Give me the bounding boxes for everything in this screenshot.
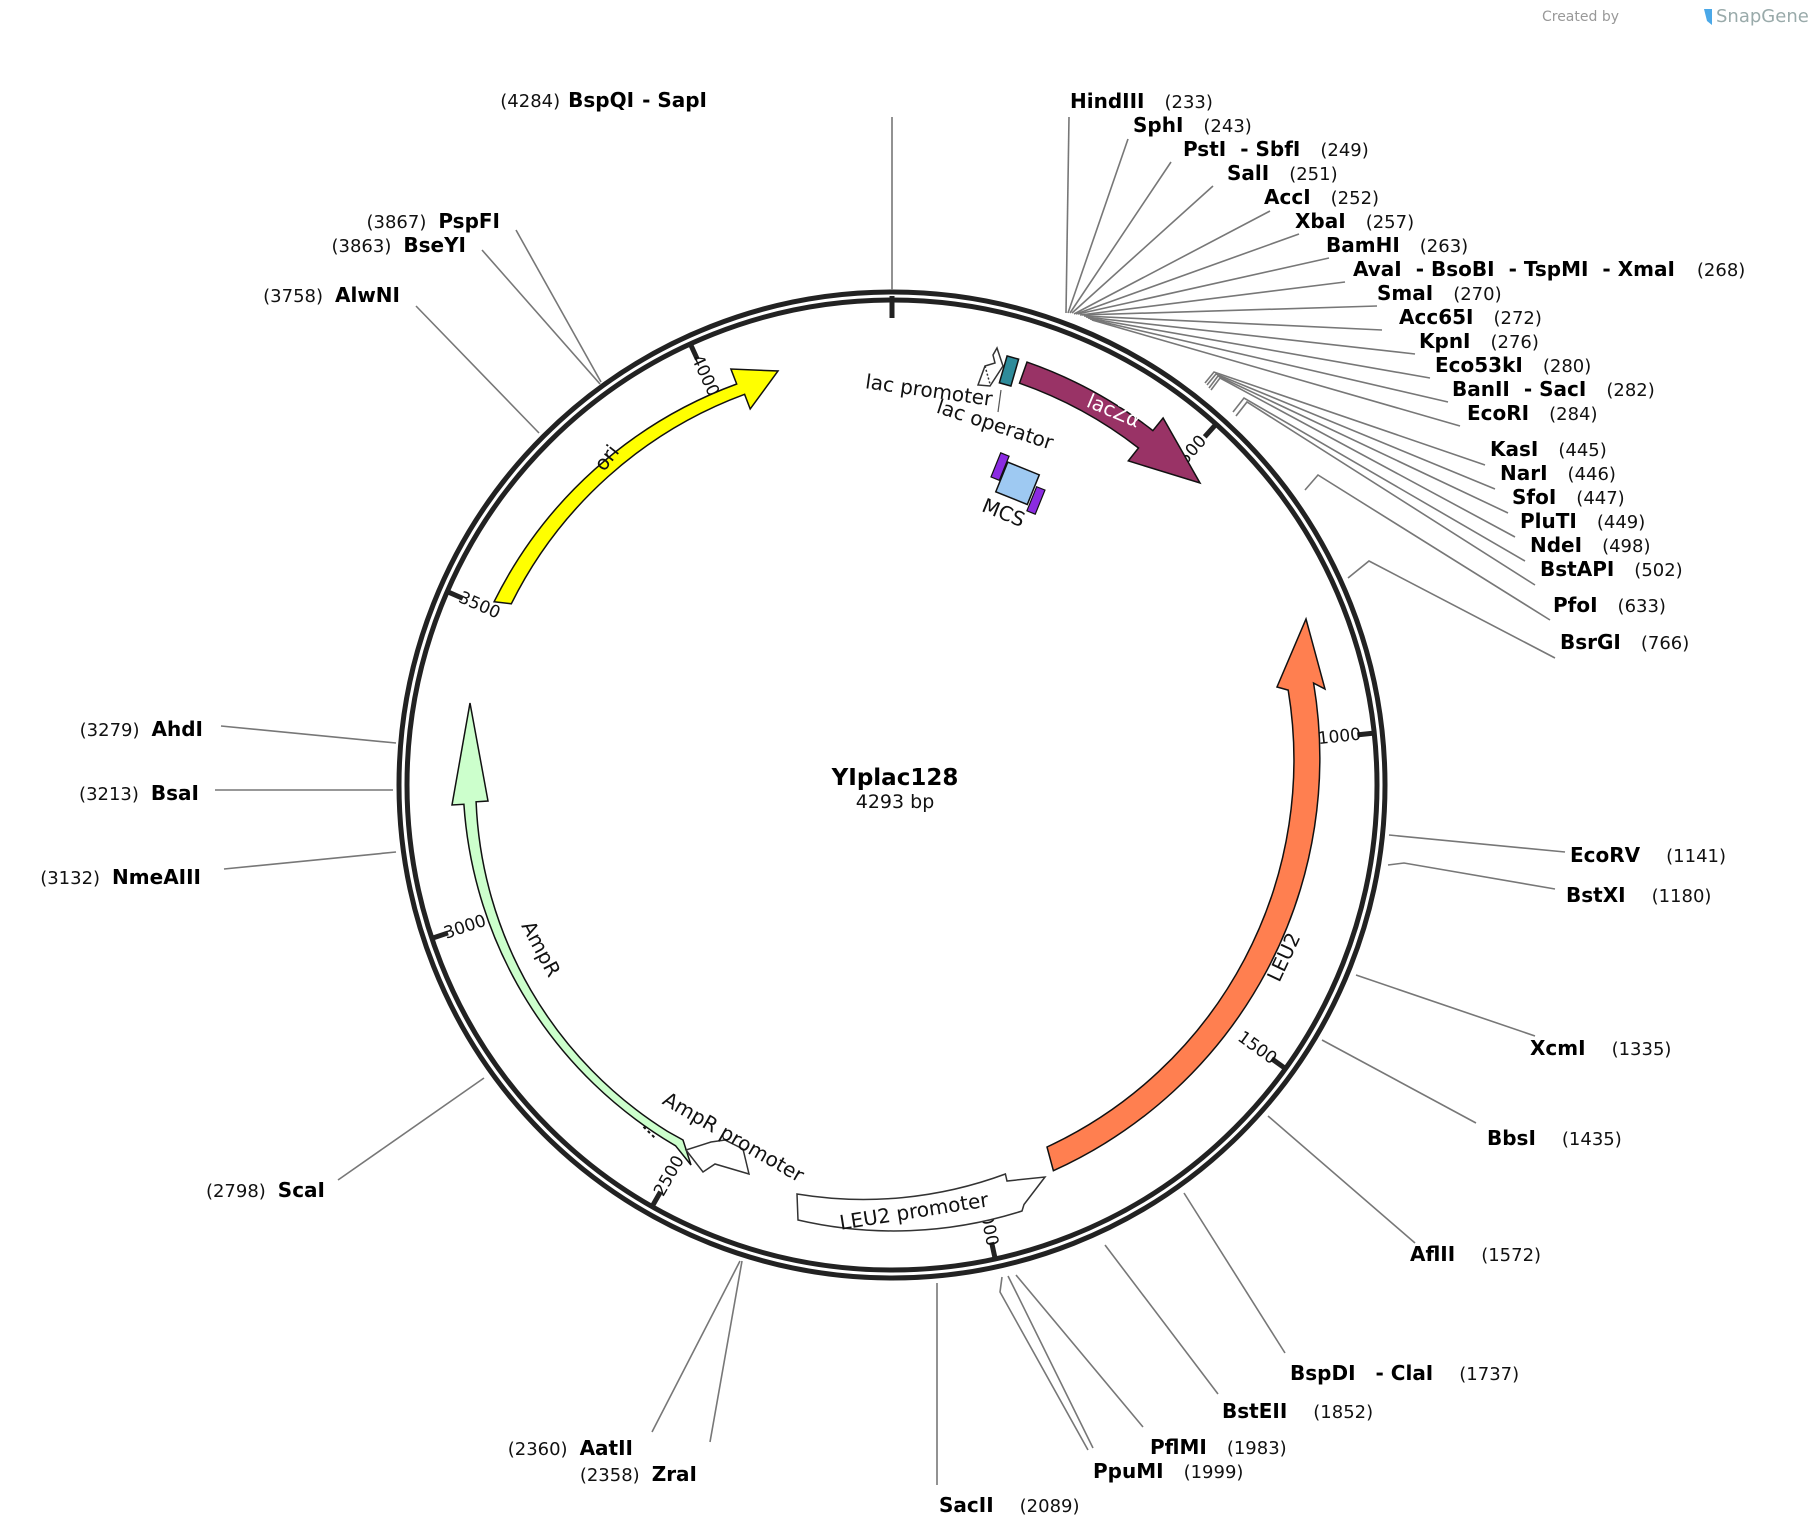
site-BstEII[interactable]: BstEII(1852) [1222,1399,1373,1423]
site-NdeI[interactable]: NdeI(498) [1530,533,1650,557]
created-by-text: Created by [1542,9,1619,25]
site-SphI[interactable]: SphI(243) [1133,113,1252,137]
site-KasI[interactable]: KasI(445) [1490,437,1607,461]
snapgene-credit: Created by SnapGene [1542,6,1809,27]
site-XbaI[interactable]: XbaI(257) [1295,209,1414,233]
label-AmpR: AmpR [517,917,566,981]
mcs-left-cap [990,452,1010,482]
site-Eco53kI[interactable]: Eco53kI(280) [1435,353,1591,377]
site-AccI[interactable]: AccI(252) [1264,185,1379,209]
snapgene-brand: SnapGene [1716,6,1809,27]
tick-mark-2500 [648,1190,663,1210]
site-NmeAIII[interactable]: (3132)NmeAIII [40,865,201,889]
tick-mark-1000 [1357,730,1377,738]
tick-label-2500: 2500 [650,1152,689,1199]
site-XcmI[interactable]: XcmI(1335) [1530,1036,1671,1060]
tick-mark-500 [1202,421,1220,439]
site-BanII-SacI[interactable]: BanII- SacI(282) [1452,377,1655,401]
feature-LEU2[interactable] [1046,616,1327,1172]
site-ScaI[interactable]: (2798)ScaI [206,1178,325,1202]
site-BseYI[interactable]: (3863)BseYI [332,233,467,257]
feature-MCS[interactable] [984,452,1051,515]
site-BspQI-SapI[interactable]: (4284)BspQI- SapI [500,88,707,112]
site-PluTI[interactable]: PluTI(449) [1520,509,1645,533]
site-EcoRV[interactable]: EcoRV(1141) [1570,843,1726,867]
mcs-box [994,461,1041,506]
tick-mark-1500 [1270,1056,1289,1072]
site-SfoI[interactable]: SfoI(447) [1512,485,1625,509]
site-SmaI[interactable]: SmaI(270) [1377,281,1502,305]
feature-AmpR-promoter[interactable] [684,1139,751,1176]
site-BstAPI[interactable]: BstAPI(502) [1540,557,1683,581]
site-PfoI[interactable]: PfoI(633) [1553,593,1666,617]
site-PpuMI[interactable]: PpuMI(1999) [1093,1459,1243,1483]
site-SacII[interactable]: SacII(2089) [939,1493,1080,1517]
site-NarI[interactable]: NarI(446) [1500,461,1616,485]
tick-label-1000: 1000 [1317,725,1362,750]
feature-ori[interactable] [492,368,780,605]
site-AatII[interactable]: (2360)AatII [508,1436,633,1460]
site-BsrGI[interactable]: BsrGI(766) [1560,630,1689,654]
site-AhdI[interactable]: (3279)AhdI [80,717,203,741]
site-BamHI[interactable]: BamHI(263) [1326,233,1468,257]
site-SalI[interactable]: SalI(251) [1227,161,1338,185]
site-BstXI[interactable]: BstXI(1180) [1566,883,1711,907]
feature-lacZa[interactable] [1018,361,1202,485]
tick-label-3500: 3500 [456,588,504,624]
feature-lac-promoter[interactable] [976,346,1004,387]
feature-LEU2-promoter[interactable] [796,1172,1047,1232]
site-AflII[interactable]: AflII(1572) [1410,1242,1541,1266]
site-leaders [215,116,1566,1485]
site-AlwNI[interactable]: (3758)AlwNI [263,283,400,307]
site-KpnI[interactable]: KpnI(276) [1419,329,1539,353]
tick-mark-3000 [429,930,449,942]
plasmid-length: 4293 bp [856,791,935,813]
site-ZraI[interactable]: (2358)ZraI [580,1462,697,1486]
ampr-junction-mark [642,1126,657,1140]
feature-AmpR[interactable] [451,702,692,1166]
site-PstI-SbfI[interactable]: PstI- SbfI(249) [1183,137,1369,161]
label-lac-operator: lac operator [934,394,1057,455]
site-BbsI[interactable]: BbsI(1435) [1487,1126,1622,1150]
lac-operator-leader [997,389,1002,413]
site-PspFI[interactable]: (3867)PspFI [367,209,501,233]
lac-promoter-dash [984,365,991,385]
mcs-right-cap [1026,485,1046,515]
site-HindIII[interactable]: HindIII(233) [1070,89,1213,113]
site-labels: (4284)BspQI- SapI HindIII(233) SphI(243)… [40,88,1745,1517]
site-Acc65I[interactable]: Acc65I(272) [1399,305,1542,329]
tick-mark-4000 [687,341,700,361]
backbone-outer [396,289,1388,1281]
snapgene-logo-icon [1704,9,1712,25]
site-AvaI-BsoBI-TspMI-XmaI[interactable]: AvaI- BsoBI- TspMI- XmaI(268) [1353,257,1745,281]
plasmid-name: YIplac128 [831,765,959,791]
features [451,346,1327,1232]
site-BsaI[interactable]: (3213)BsaI [79,781,199,805]
tick-label-3000: 3000 [441,911,488,944]
site-PflMI[interactable]: PflMI(1983) [1150,1435,1287,1459]
tick-mark-3500 [444,588,464,601]
site-BspDI-ClaI[interactable]: BspDI- ClaI(1737) [1290,1361,1519,1385]
tick-mark-2000 [989,1241,999,1262]
feature-lac-operator[interactable] [998,354,1020,388]
site-EcoRI[interactable]: EcoRI(284) [1467,401,1598,425]
